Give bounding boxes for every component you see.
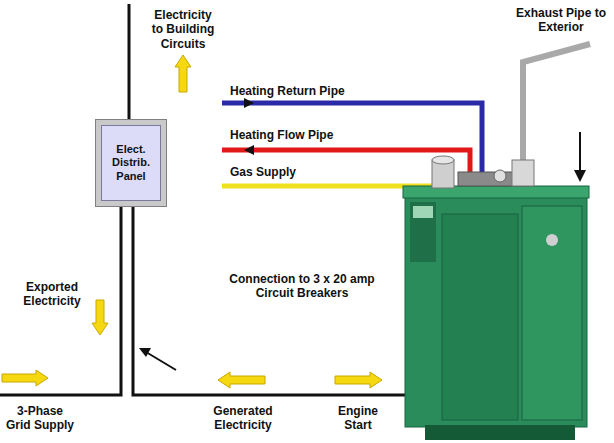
distribution-panel: Elect. Distrib. Panel [96, 120, 166, 206]
note-label: Connection to 3 x 20 amp Circuit Breaker… [212, 272, 392, 301]
wire-label: Exported Electricity [17, 280, 87, 309]
pipe-label: Heating Return Pipe [230, 84, 390, 98]
pipe-label: Gas Supply [230, 165, 390, 179]
wire-label: Generated Electricity [208, 404, 278, 433]
wire-label: Engine Start [333, 404, 383, 433]
wire-label: Electricity to Building Circuits [147, 8, 219, 51]
wire-label: 3-Phase Grid Supply [4, 404, 76, 433]
pipe-label: Exhaust Pipe to Exterior [515, 6, 607, 35]
pipe-label: Heating Flow Pipe [230, 128, 390, 142]
panel-title: Elect. Distrib. Panel [101, 143, 161, 183]
